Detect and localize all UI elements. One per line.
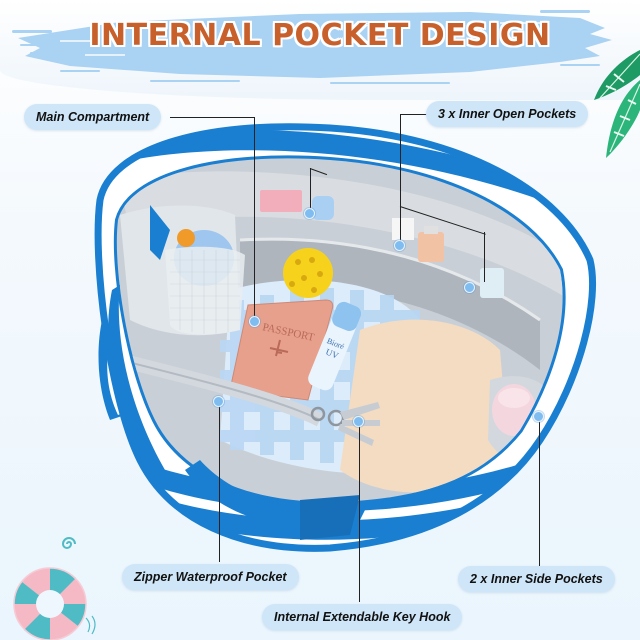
callout-inner-open-pockets: 3 x Inner Open Pockets — [426, 101, 589, 127]
callout-internal-key-hook: Internal Extendable Key Hook — [262, 604, 463, 630]
swim-ring-icon — [13, 567, 96, 640]
leader-main-compartment-h — [170, 117, 255, 118]
svg-text:UV: UV — [324, 347, 340, 361]
callout-zipper-waterproof-pocket: Zipper Waterproof Pocket — [122, 564, 299, 590]
leader-open-pocket-3-v — [484, 232, 485, 282]
title-area: INTERNAL POCKET DESIGN — [0, 0, 640, 80]
marker-main-compartment — [249, 316, 260, 327]
leader-open-pockets-v — [400, 114, 401, 244]
marker-open-pocket-1 — [304, 208, 315, 219]
leader-open-pockets-h — [400, 114, 432, 115]
swirl-icon — [61, 537, 76, 549]
leader-zipper-pocket — [219, 402, 220, 562]
marker-open-pocket-2 — [394, 240, 405, 251]
marker-open-pocket-3 — [464, 282, 475, 293]
marker-zipper-pocket — [213, 396, 224, 407]
marker-side-pockets — [533, 411, 544, 422]
callout-main-compartment: Main Compartment — [24, 104, 162, 130]
marker-key-hook — [353, 416, 364, 427]
leader-open-pocket-1 — [310, 168, 311, 210]
palm-leaf-icon — [594, 50, 640, 158]
page-title: INTERNAL POCKET DESIGN — [89, 18, 551, 53]
leader-key-hook — [359, 422, 360, 602]
leader-side-pockets — [539, 418, 540, 566]
leader-main-compartment-v — [254, 117, 255, 322]
brush-stroke — [12, 10, 612, 84]
callout-inner-side-pockets: 2 x Inner Side Pockets — [458, 566, 615, 592]
